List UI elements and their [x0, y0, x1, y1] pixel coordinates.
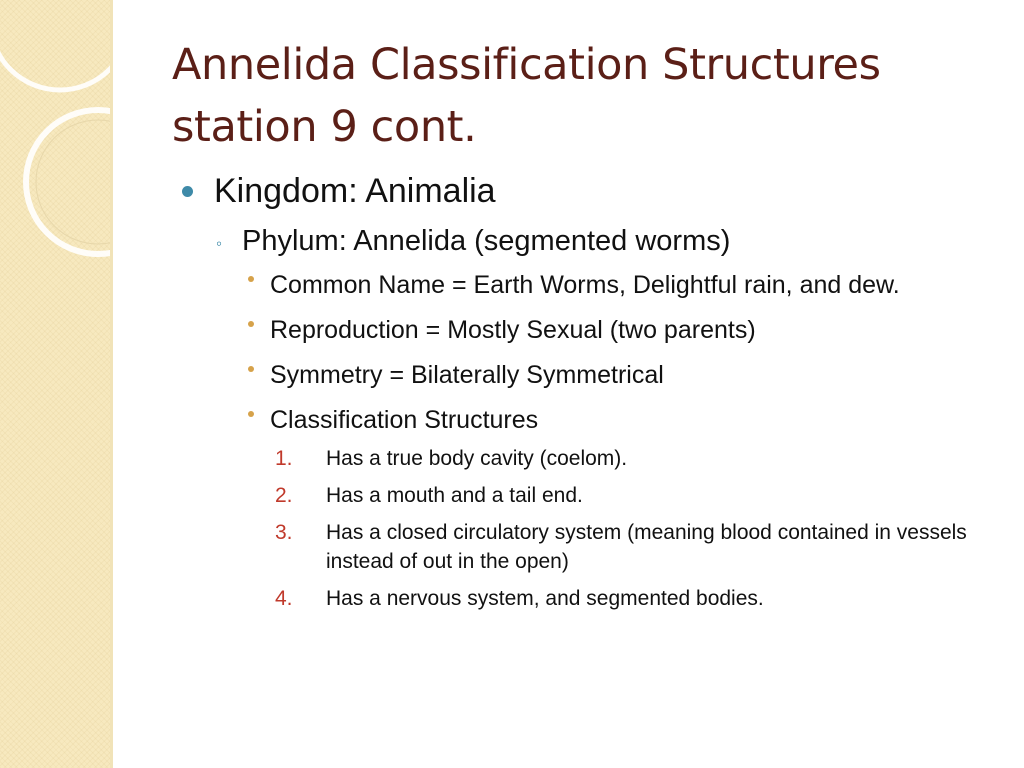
structure-text: Has a nervous system, and segmented bodi…: [326, 587, 764, 610]
structure-item: 1. Has a true body cavity (coelom).: [180, 444, 1016, 473]
structure-text: Has a closed circulatory system (meaning…: [326, 521, 967, 573]
structure-text: Has a mouth and a tail end.: [326, 484, 583, 507]
phylum-item: ◦ Phylum: Annelida (segmented worms): [180, 222, 1000, 260]
list-number: 2.: [275, 484, 293, 507]
detail-text: Common Name = Earth Worms, Delightful ra…: [270, 271, 900, 299]
detail-item: Symmetry = Bilaterally Symmetrical: [180, 360, 990, 391]
slide-title: Annelida Classification Structures stati…: [172, 40, 881, 152]
detail-item: Common Name = Earth Worms, Delightful ra…: [180, 270, 990, 301]
detail-item: Reproduction = Mostly Sexual (two parent…: [180, 315, 990, 346]
detail-text: Classification Structures: [270, 406, 539, 434]
phylum-text: Phylum: Annelida (segmented worms): [242, 225, 731, 257]
kingdom-item: Kingdom: Animalia: [180, 168, 1000, 214]
bullet-icon: [248, 276, 254, 282]
detail-item: Classification Structures: [180, 405, 990, 436]
bullet-icon: [248, 366, 254, 372]
list-number: 3.: [275, 521, 293, 544]
bullet-icon: [248, 411, 254, 417]
decorative-sidebar: [0, 0, 113, 768]
sidebar-edge: [110, 0, 113, 768]
structure-item: 4. Has a nervous system, and segmented b…: [180, 584, 1016, 613]
bullet-icon: [182, 186, 193, 197]
detail-text: Reproduction = Mostly Sexual (two parent…: [270, 316, 756, 344]
kingdom-text: Kingdom: Animalia: [214, 172, 496, 210]
structure-item: 3. Has a closed circulatory system (mean…: [180, 518, 1016, 576]
detail-text: Symmetry = Bilaterally Symmetrical: [270, 361, 664, 389]
list-number: 1.: [275, 447, 293, 470]
bullet-icon: [248, 321, 254, 327]
decorative-circles-icon: [0, 50, 112, 257]
structure-text: Has a true body cavity (coelom).: [326, 447, 628, 470]
slide-content: Kingdom: Animalia ◦ Phylum: Annelida (se…: [180, 168, 1000, 621]
ring-bullet-icon: ◦: [216, 234, 223, 253]
structure-item: 2. Has a mouth and a tail end.: [180, 481, 1016, 510]
list-number: 4.: [275, 587, 293, 610]
